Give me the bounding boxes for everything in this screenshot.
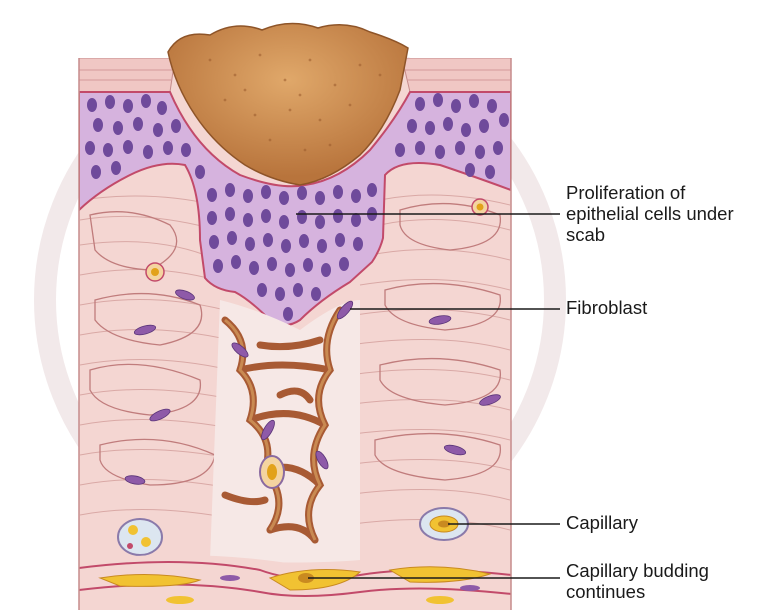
stratum-corneum-right bbox=[402, 58, 511, 92]
label-fibroblast: Fibroblast bbox=[566, 297, 647, 318]
label-capillary-budding: Capillary budding continues bbox=[566, 560, 709, 602]
label-capillary: Capillary bbox=[566, 512, 638, 533]
label-capillary-budding-line2: continues bbox=[566, 581, 709, 602]
label-proliferation: Proliferation of epithelial cells under … bbox=[566, 182, 734, 245]
label-capillary-budding-line1: Capillary budding bbox=[566, 560, 709, 581]
stratum-corneum bbox=[79, 58, 175, 92]
capillary-cluster-left bbox=[118, 519, 162, 555]
label-proliferation-line2: epithelial cells under bbox=[566, 203, 734, 224]
granulation-tissue bbox=[210, 300, 360, 563]
label-proliferation-line1: Proliferation of bbox=[566, 182, 734, 203]
label-proliferation-line3: scab bbox=[566, 224, 734, 245]
